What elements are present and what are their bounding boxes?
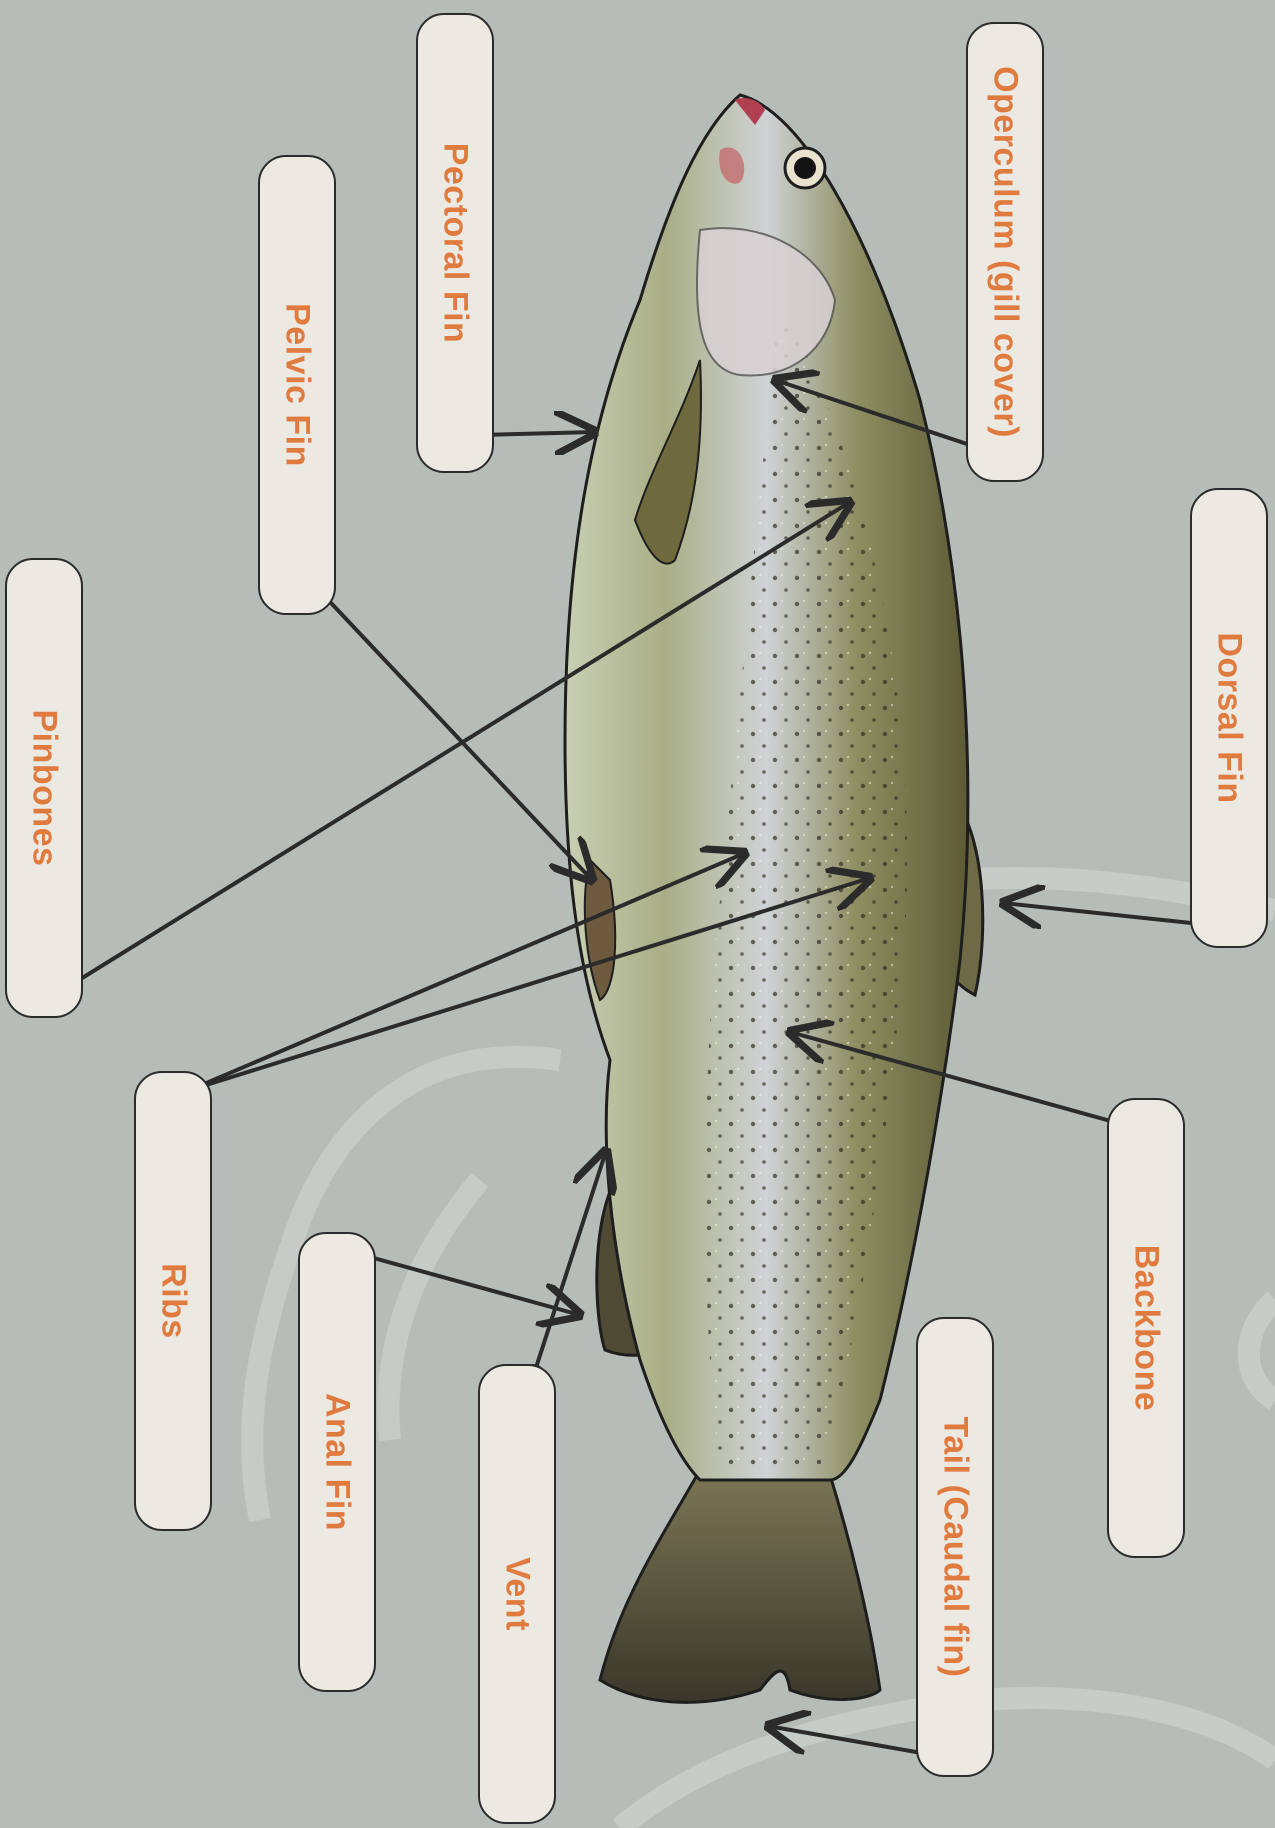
pelvic-fin-pointer	[316, 587, 592, 880]
label-anal-fin-text: Anal Fin	[318, 1393, 357, 1531]
label-dorsal-fin: Dorsal Fin	[1190, 488, 1268, 948]
pectoral-fin-pointer	[478, 432, 595, 435]
label-anal-fin: Anal Fin	[298, 1232, 376, 1692]
label-pectoral-fin: Pectoral Fin	[416, 13, 494, 473]
label-vent-text: Vent	[498, 1557, 537, 1631]
label-pectoral-fin-text: Pectoral Fin	[436, 143, 475, 344]
label-operculum-text: Operculum (gill cover)	[986, 66, 1025, 438]
label-ribs-text: Ribs	[154, 1263, 193, 1339]
label-tail: Tail (Caudal fin)	[916, 1317, 994, 1777]
tail-fin-shape	[600, 1470, 880, 1702]
dorsal-fin-pointer	[1003, 903, 1210, 925]
vent-pointer	[533, 1151, 606, 1377]
label-pinbones: Pinbones	[5, 558, 83, 1018]
label-pelvic-fin-text: Pelvic Fin	[278, 303, 317, 467]
label-backbone: Backbone	[1107, 1098, 1185, 1558]
label-vent: Vent	[478, 1364, 556, 1824]
label-backbone-text: Backbone	[1127, 1245, 1166, 1412]
label-operculum: Operculum (gill cover)	[966, 22, 1044, 482]
label-ribs: Ribs	[134, 1071, 212, 1531]
label-tail-text: Tail (Caudal fin)	[936, 1417, 975, 1678]
anal-fin-pointer	[352, 1252, 580, 1315]
label-pelvic-fin: Pelvic Fin	[258, 155, 336, 615]
label-pinbones-text: Pinbones	[25, 709, 64, 866]
label-dorsal-fin-text: Dorsal Fin	[1210, 632, 1249, 803]
